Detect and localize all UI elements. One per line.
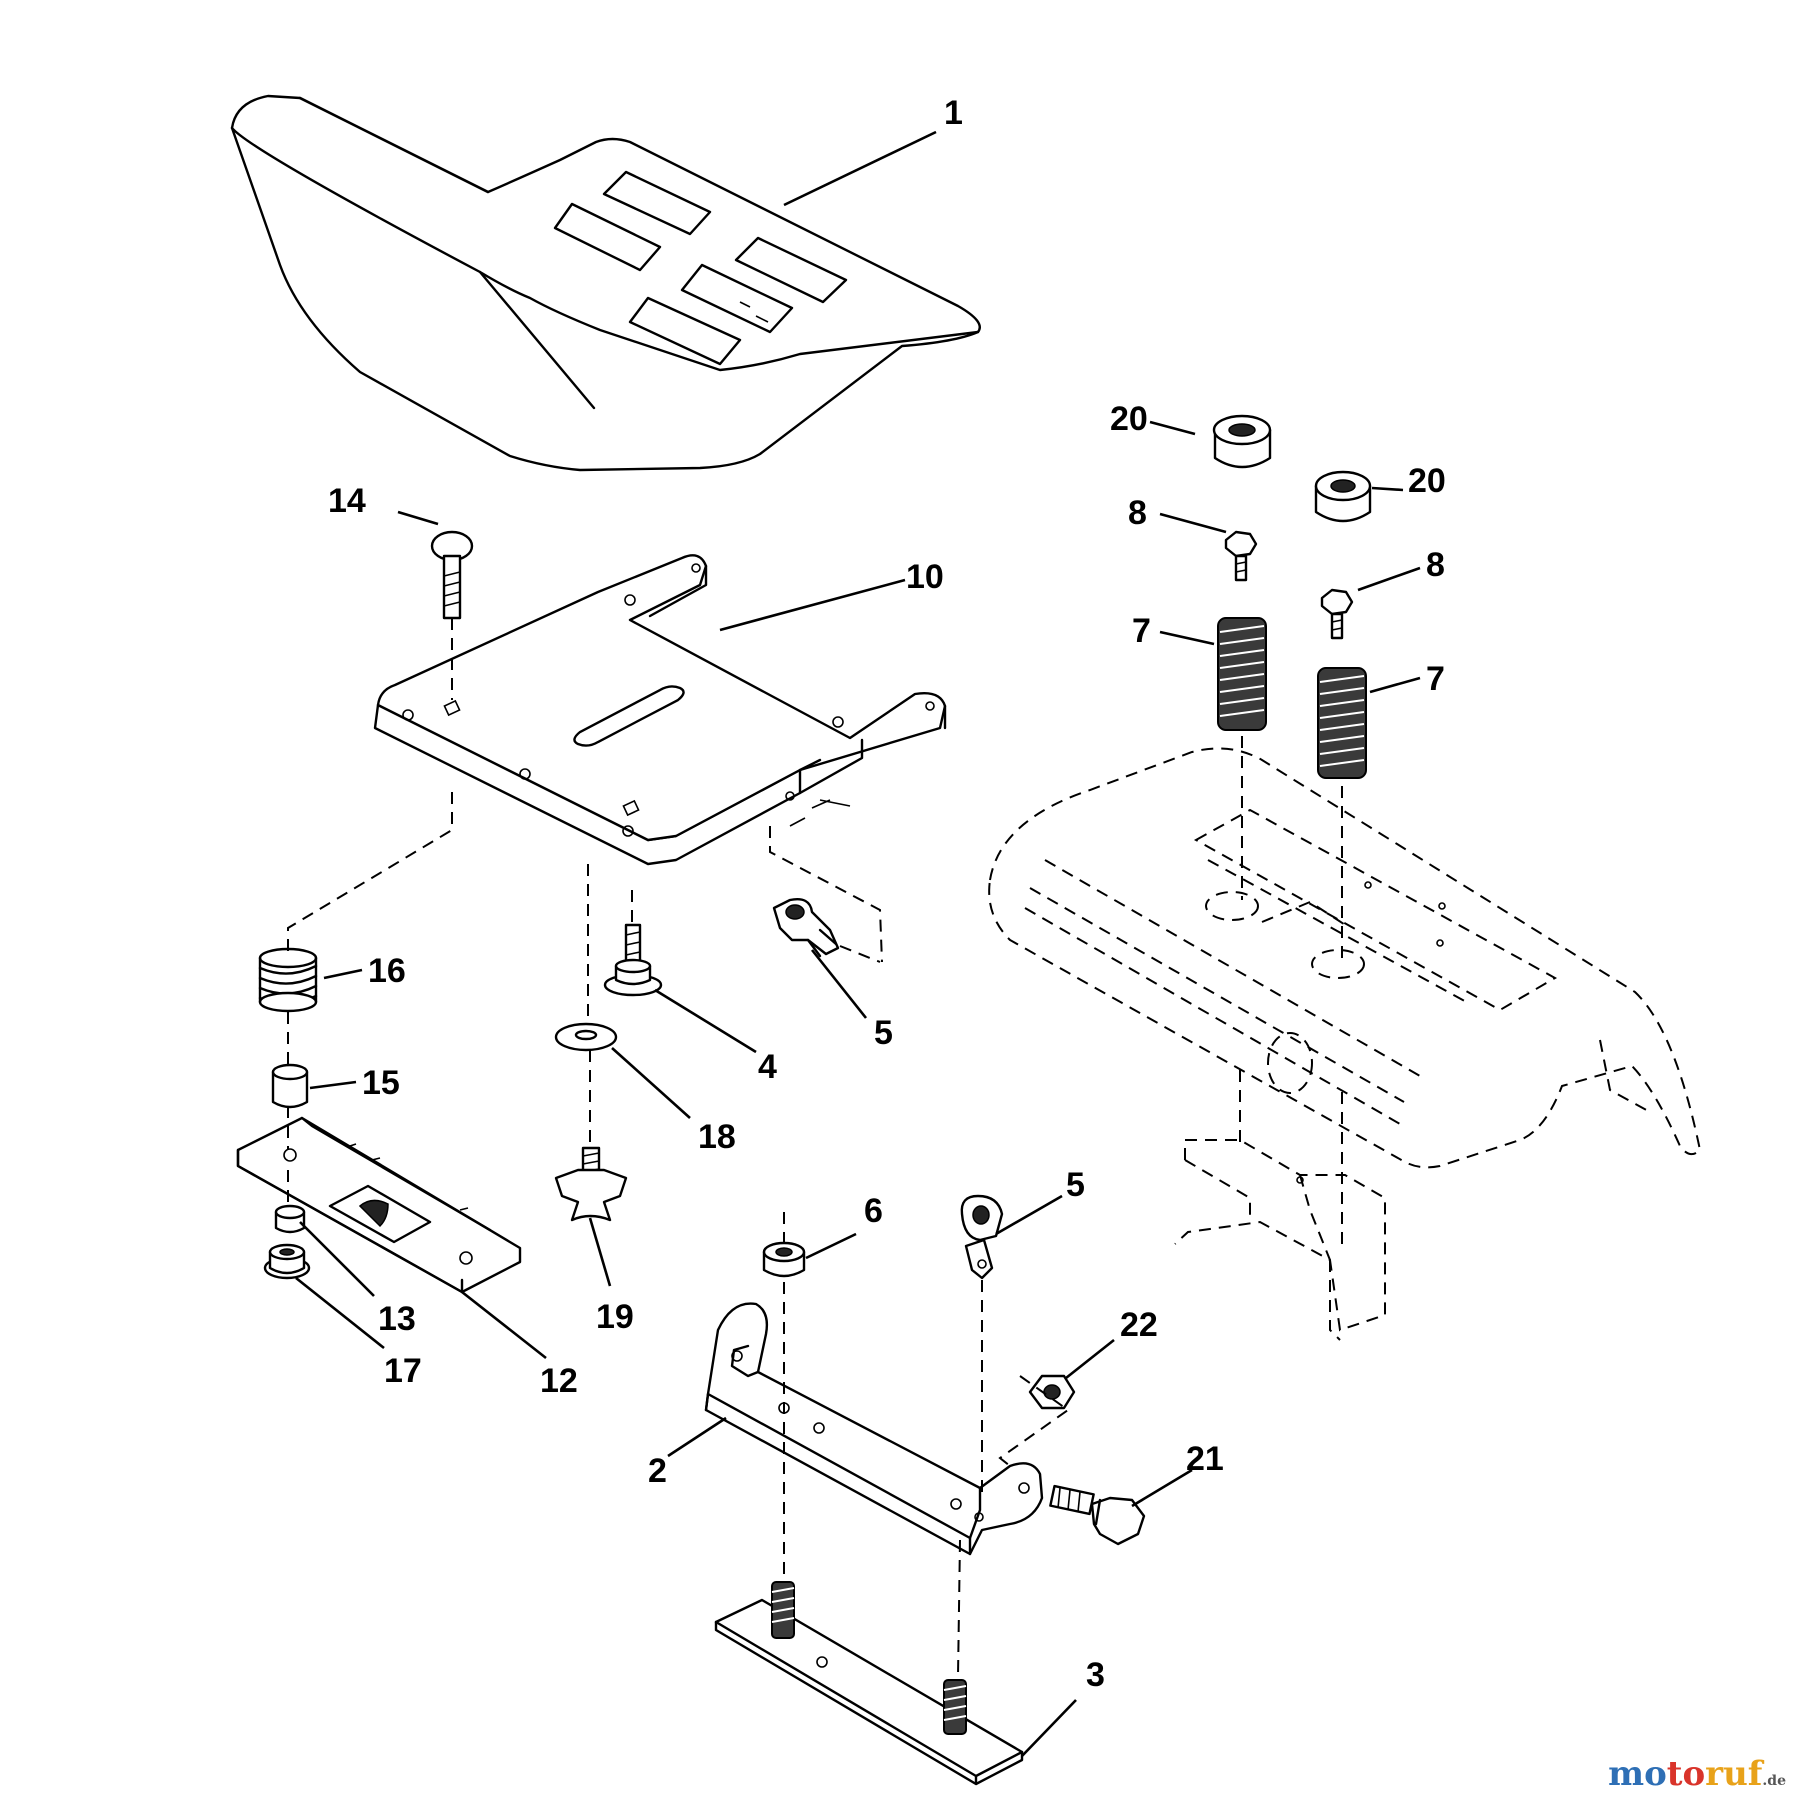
screw-part bbox=[1224, 530, 1354, 640]
shoulder-bolt-part bbox=[603, 923, 663, 997]
callout-19: 19 bbox=[596, 1298, 634, 1336]
flange-nut-part bbox=[263, 1243, 311, 1280]
callout-8a: 8 bbox=[1128, 494, 1147, 532]
seat-pan-part bbox=[373, 554, 947, 866]
nut-13-part bbox=[274, 1204, 306, 1234]
callout-8b: 8 bbox=[1426, 546, 1445, 584]
callout-20a: 20 bbox=[1110, 400, 1148, 438]
callout-12: 12 bbox=[540, 1362, 578, 1400]
carriage-bolt-part bbox=[430, 530, 474, 620]
spring-part bbox=[1217, 617, 1367, 779]
hex-nut-part bbox=[1028, 1374, 1076, 1410]
lower-bracket-part bbox=[236, 1116, 522, 1294]
callout-2: 2 bbox=[648, 1452, 667, 1490]
callout-5b: 5 bbox=[1066, 1166, 1085, 1204]
callout-3: 3 bbox=[1086, 1656, 1105, 1694]
callout-14: 14 bbox=[328, 482, 366, 520]
callout-10: 10 bbox=[906, 558, 944, 596]
watermark-logo: motoruf.de bbox=[1608, 1754, 1786, 1794]
callout-16: 16 bbox=[368, 952, 406, 990]
callout-6: 6 bbox=[864, 1192, 883, 1230]
callout-20b: 20 bbox=[1408, 462, 1446, 500]
leader-lines bbox=[295, 130, 1421, 1757]
spacer-part bbox=[1212, 414, 1372, 523]
pivot-bracket-part bbox=[704, 1302, 1044, 1556]
callout-22: 22 bbox=[1120, 1306, 1158, 1344]
callout-labels: 1 14 10 20 20 8 8 7 7 16 15 13 17 12 4 1… bbox=[328, 94, 1446, 1694]
seat-switch-part bbox=[772, 898, 840, 958]
callout-5a: 5 bbox=[874, 1014, 893, 1052]
callout-7b: 7 bbox=[1426, 660, 1445, 698]
callout-21: 21 bbox=[1186, 1440, 1224, 1478]
base-plate-part bbox=[714, 1581, 1024, 1786]
callout-13: 13 bbox=[378, 1300, 416, 1338]
callout-4: 4 bbox=[758, 1048, 777, 1086]
pivot-bolt-part bbox=[1049, 1484, 1146, 1546]
small-spring-part bbox=[258, 947, 318, 1013]
callout-1: 1 bbox=[944, 94, 963, 132]
washer-part bbox=[554, 1022, 618, 1052]
callout-15: 15 bbox=[362, 1064, 400, 1102]
knob-part bbox=[554, 1146, 628, 1222]
fender-outline bbox=[988, 747, 1702, 1341]
callout-18: 18 bbox=[698, 1118, 736, 1156]
lock-nut-part bbox=[762, 1241, 806, 1278]
small-spacer-part bbox=[271, 1063, 309, 1109]
seat-part bbox=[230, 94, 981, 472]
callout-7a: 7 bbox=[1132, 612, 1151, 650]
clip-part bbox=[960, 1194, 1004, 1280]
assembly-lines bbox=[287, 618, 1343, 1677]
callout-17: 17 bbox=[384, 1352, 422, 1390]
